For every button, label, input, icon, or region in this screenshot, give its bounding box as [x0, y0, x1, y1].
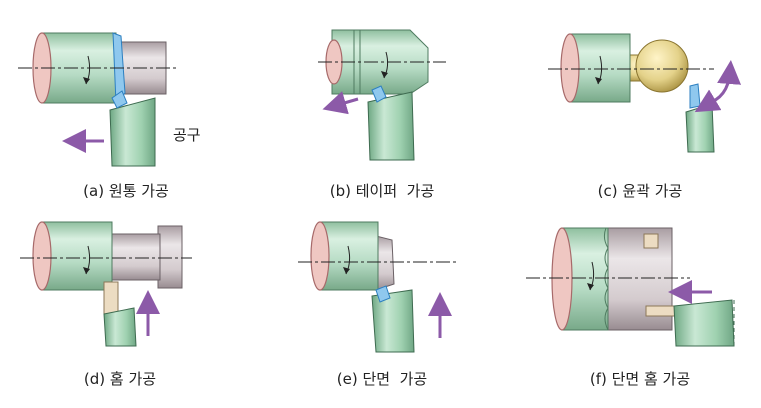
panel-f-face-grooving: [526, 227, 735, 347]
contour-tool: [685, 103, 715, 153]
caption-d: (d) 홈 가공: [83, 370, 157, 388]
caption-e: (e) 단면 가공: [336, 370, 428, 388]
tool-insert: [371, 85, 387, 103]
rotation-arrowhead: [595, 77, 602, 84]
faced-end: [375, 235, 395, 291]
workpiece-end-face: [32, 221, 52, 291]
workpiece-flange: [157, 225, 183, 289]
tool-insert: [111, 90, 128, 109]
panel-e-facing: [298, 221, 458, 353]
face-groove-upper: [643, 233, 659, 249]
grooving-insert: [103, 281, 119, 315]
contour-arrow-up: [705, 60, 742, 106]
rotation-arrowhead: [83, 267, 90, 274]
tool-insert: [375, 285, 391, 303]
face-grooving-insert: [645, 305, 677, 317]
caption-a: (a) 원통 가공: [83, 182, 169, 200]
panel-b-taper-turning: [318, 29, 446, 161]
cutting-tool: [367, 91, 415, 161]
workpiece-groove-section: [111, 233, 161, 281]
rotation-arrowhead: [381, 71, 388, 78]
tool-label: 공구: [173, 126, 201, 144]
caption-f: (f) 단면 홈 가공: [589, 370, 691, 388]
workpiece-end-face: [310, 221, 330, 291]
rotation-arrowhead: [83, 77, 90, 84]
workpiece-end-face: [560, 33, 580, 103]
workpiece-cylinder: [319, 221, 379, 291]
panel-d-grooving: [20, 221, 192, 347]
tool-insert: [689, 83, 701, 109]
feed-arrow: [322, 91, 359, 115]
spherical-contour: [635, 39, 689, 93]
workpiece-end-face: [551, 227, 573, 331]
workpiece-cylinder: [41, 221, 113, 291]
contour-arrow-down: [694, 89, 722, 113]
caption-b: (b) 테이퍼 가공: [329, 182, 435, 200]
rotation-arrowhead: [343, 267, 350, 274]
face-grooving-tool: [673, 299, 735, 347]
facing-tool: [371, 289, 415, 353]
panel-a-cylindrical-turning: [18, 32, 178, 167]
panel-c-contour-turning: [548, 33, 742, 153]
rotation-arrowhead: [587, 283, 594, 290]
caption-c: (c) 윤곽 가공: [597, 182, 683, 200]
grooving-tool: [103, 307, 137, 347]
